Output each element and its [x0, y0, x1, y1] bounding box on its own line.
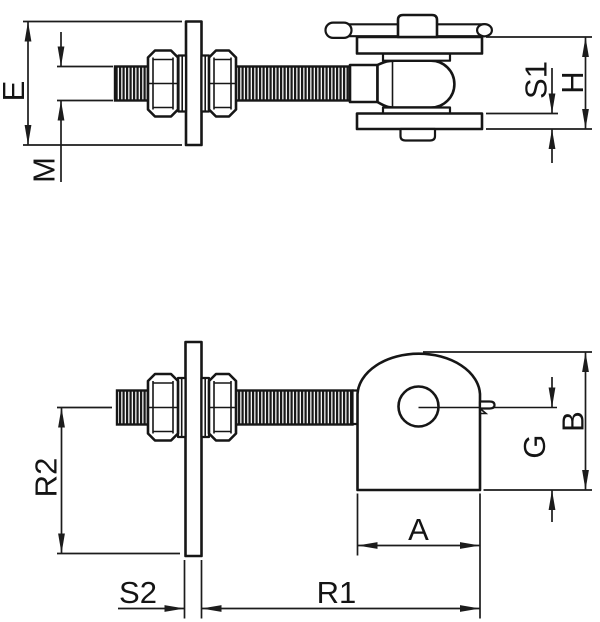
hex-nut-left [146, 49, 180, 118]
threaded-rod-right [234, 65, 352, 102]
dimension-label-M: M [27, 157, 62, 183]
threaded-rod-right-bottom [234, 389, 354, 426]
rod-shank [348, 63, 379, 104]
dimension-R1 [201, 493, 481, 619]
dimension-label-G: G [517, 434, 552, 458]
pivot-hole [397, 385, 440, 428]
dimension-label-S2: S2 [119, 575, 157, 610]
handle-ball-end [324, 21, 353, 40]
pin-boss-top [396, 13, 439, 39]
dimension-M [57, 32, 113, 182]
dimension-label-A: A [408, 512, 429, 547]
hex-nut-right [207, 49, 238, 118]
lower-flange-plate [355, 112, 484, 131]
dimension-H [486, 36, 592, 130]
weld-on-bracket [356, 352, 557, 492]
dimension-label-R2: R2 [29, 458, 64, 498]
top-view-assembly: E M S1 H [0, 13, 592, 183]
hex-nut-right-bottom [207, 372, 238, 442]
dimension-label-B: B [556, 411, 591, 432]
dimension-R2 [57, 406, 180, 555]
dimension-label-S1: S1 [519, 61, 554, 99]
threaded-rod-left-bottom [115, 389, 150, 426]
dimension-S1 [486, 68, 558, 163]
weld-tab-point [479, 407, 489, 415]
dimension-G [548, 377, 556, 522]
mounting-plate-top-view [184, 20, 203, 147]
hex-nut-left-bottom [146, 372, 180, 442]
upper-flange-plate [355, 35, 484, 55]
handle-end-cap [476, 23, 494, 38]
pin-boss-bottom [399, 127, 437, 142]
weld-tab [478, 400, 496, 410]
dimension-label-E: E [0, 81, 31, 102]
washer-left [177, 54, 188, 113]
dimension-label-R1: R1 [317, 575, 357, 610]
dimension-A [356, 493, 480, 556]
mounting-plate-bottom-view [184, 340, 203, 558]
ball-joint-housing [376, 59, 456, 109]
dimension-B [423, 351, 592, 491]
bottom-view-assembly: R2 S2 R1 A [29, 340, 592, 619]
threaded-rod-left [113, 65, 150, 102]
dimension-E [23, 20, 182, 146]
dimension-label-H: H [555, 71, 590, 93]
